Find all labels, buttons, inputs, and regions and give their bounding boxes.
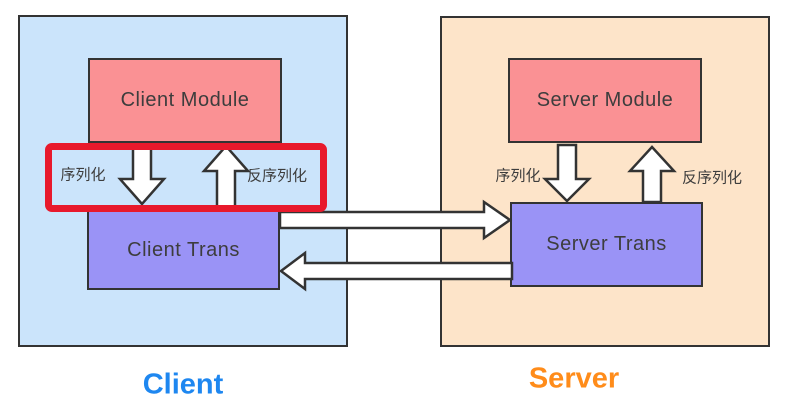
server-serialize-label: 序列化 [495, 167, 541, 185]
client-serialize-label: 序列化 [60, 166, 106, 184]
server-module-label: Server Module [536, 89, 674, 111]
client-trans-label: Client Trans [127, 238, 240, 261]
server-trans-node: Server Trans [510, 202, 703, 287]
server-caption: Server [528, 362, 620, 395]
client-trans-node: Client Trans [87, 210, 280, 290]
client-module-label: Client Module [120, 89, 250, 111]
server-module-node: Server Module [508, 58, 702, 143]
server-trans-label: Server Trans [546, 233, 667, 255]
client-module-node: Client Module [88, 58, 282, 143]
serialization-highlight-box [45, 143, 327, 212]
server-deserialize-label: 反序列化 [681, 169, 743, 187]
client-deserialize-label: 反序列化 [246, 167, 308, 185]
client-caption: Client [142, 368, 224, 401]
